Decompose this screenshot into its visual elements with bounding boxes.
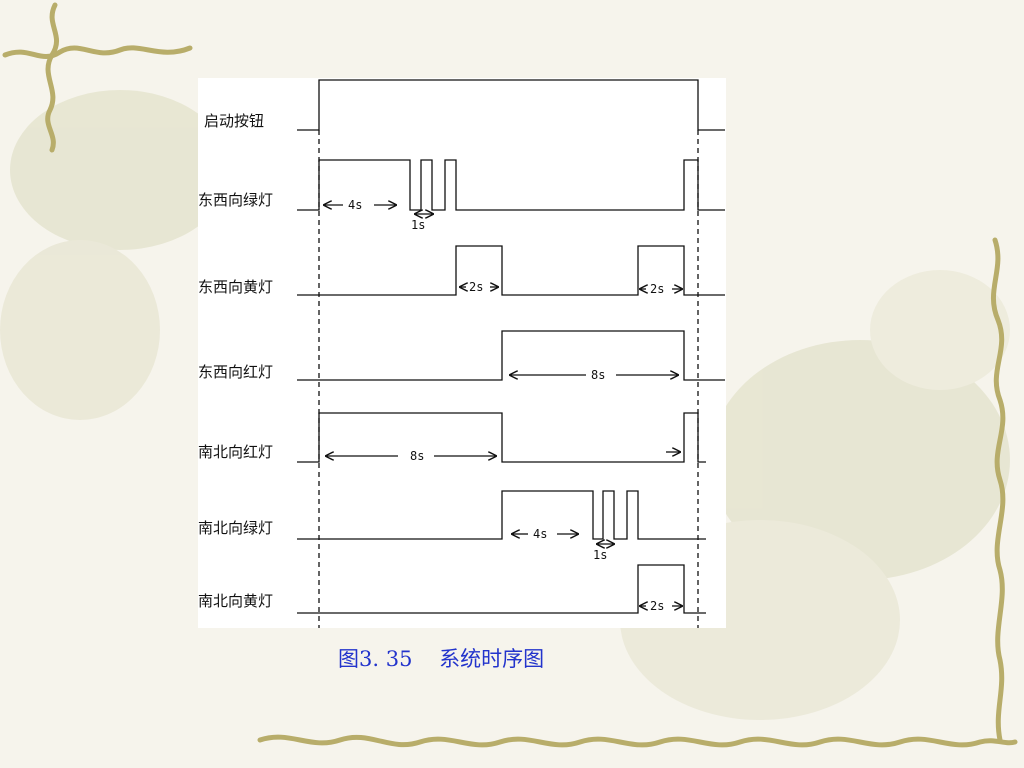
waveform-ew-red	[297, 330, 725, 381]
vine-right-icon	[991, 237, 1006, 743]
waveform-ew-yellow	[297, 245, 725, 296]
waveform-start-button	[297, 79, 725, 131]
duration-label-ns-red: 8s	[410, 449, 424, 463]
duration-label-ew-red: 8s	[591, 368, 605, 382]
duration-label-ns-yellow: 2s	[650, 599, 664, 613]
signal-label-ns-green: 南北向绿灯	[198, 519, 273, 537]
signal-label-ew-green: 东西向绿灯	[198, 191, 273, 209]
figure-caption: 图3. 35 系统时序图	[338, 643, 544, 673]
waveform-ns-green	[297, 490, 706, 540]
duration-label-ew-green-on: 4s	[348, 198, 362, 212]
figure-title: 系统时序图	[439, 647, 545, 671]
waveform-ns-yellow	[297, 564, 706, 614]
waveform-ns-red	[297, 412, 706, 463]
duration-label-ns-green-on: 4s	[533, 527, 547, 541]
duration-label-ew-yellow-2: 2s	[650, 282, 664, 296]
duration-label-ew-green-blink: 1s	[411, 218, 425, 232]
vine-bottom-icon	[257, 734, 1018, 748]
duration-label-ew-yellow-1: 2s	[469, 280, 483, 294]
vine-top-left-icon	[2, 2, 193, 153]
signal-label-ns-yellow: 南北向黄灯	[198, 592, 273, 610]
signal-label-start-button: 启动按钮	[204, 112, 264, 130]
waveform-ew-green	[297, 159, 725, 211]
signal-label-ew-red: 东西向红灯	[198, 363, 273, 381]
figure-number: 图3. 35	[338, 647, 413, 671]
signal-label-ns-red: 南北向红灯	[198, 443, 273, 461]
signal-label-ew-yellow: 东西向黄灯	[198, 278, 273, 296]
duration-label-ns-green-blink: 1s	[593, 548, 607, 562]
